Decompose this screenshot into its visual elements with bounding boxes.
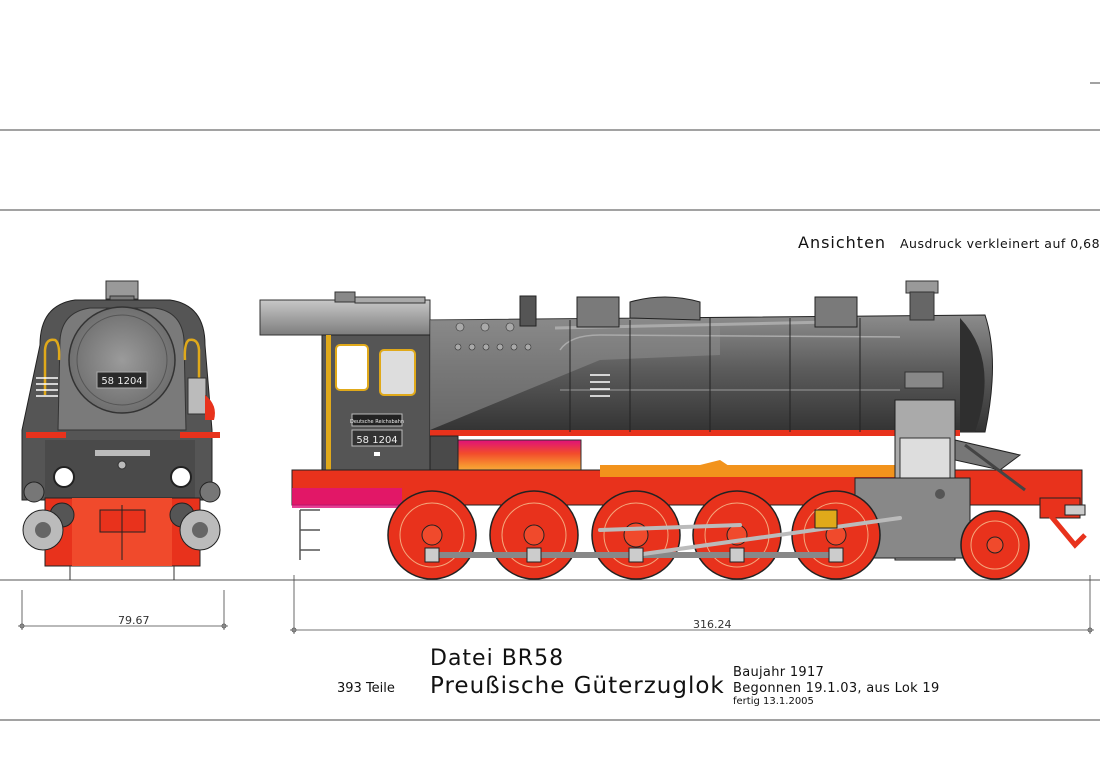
sheet-frame-lines — [0, 82, 1100, 721]
parts-count: 393 Teile — [337, 681, 395, 696]
view-title: Ansichten — [798, 233, 887, 252]
front-view: 58 1204 — [21, 280, 221, 580]
build-year: Baujahr 1917 — [733, 665, 825, 680]
side-dimension-line — [290, 575, 1094, 634]
locomotive-name: Preußische Güterzuglok — [430, 673, 725, 699]
operator-plate-text: Deutsche Reichsbahn — [350, 419, 404, 425]
file-name: Datei BR58 — [430, 646, 565, 671]
scale-note: Ausdruck verkleinert auf 0,68 — [900, 236, 1100, 251]
begun-date: Begonnen 19.1.03, aus Lok 19 — [733, 681, 940, 696]
finished-date: fertig 13.1.2005 — [733, 696, 814, 707]
front-width-dimension: 79.67 — [118, 614, 150, 627]
side-number-text: 58 1204 — [356, 435, 397, 446]
front-dimension-line — [18, 590, 228, 630]
front-number-text: 58 1204 — [101, 376, 142, 387]
front-number-plate: 58 1204 — [96, 371, 148, 389]
side-view: Deutsche Reichsbahn 58 1204 — [259, 280, 1087, 580]
cab-window-right — [379, 349, 416, 396]
cab-window-left — [335, 344, 369, 391]
smokebox-door — [68, 306, 176, 414]
side-length-dimension: 316.24 — [693, 618, 732, 631]
